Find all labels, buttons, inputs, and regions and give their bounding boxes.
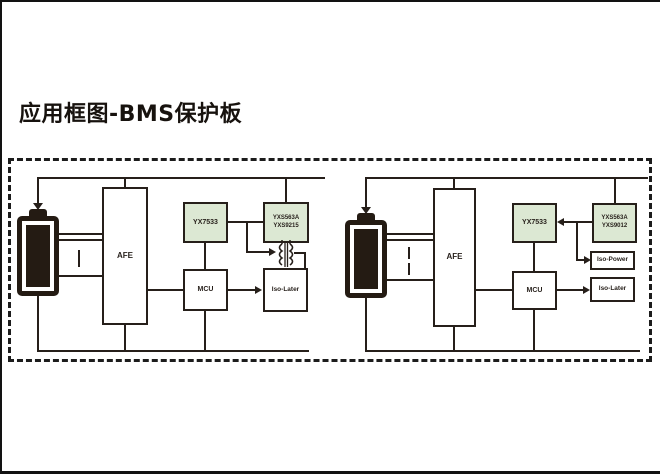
- mcu-label: MCU: [526, 286, 543, 294]
- afe-block: AFE: [433, 188, 476, 327]
- iso-power-block: Iso-Power: [590, 251, 635, 270]
- wire: [304, 252, 306, 268]
- iso-later-block: Iso-Later: [263, 268, 308, 312]
- battery-icon: [17, 216, 59, 296]
- battery-icon: [345, 220, 387, 298]
- iso-later-block: Iso-Later: [590, 277, 635, 302]
- wire: [576, 259, 586, 261]
- ldo-chip-label: YX7533: [522, 219, 547, 227]
- wire: [453, 327, 455, 352]
- wire: [533, 310, 535, 352]
- wire: [365, 298, 367, 352]
- iso-chip-label-line2: YXS9012: [601, 223, 628, 229]
- bottom-edge-line: [0, 471, 660, 474]
- iso-chip-block: YXS563A YXS9012: [592, 203, 637, 243]
- wire: [365, 177, 367, 208]
- wire: [285, 177, 287, 202]
- wire: [204, 243, 206, 269]
- iso-later-label: Iso-Later: [271, 285, 300, 293]
- battery-cap: [29, 209, 47, 217]
- afe-label: AFE: [117, 250, 133, 260]
- mcu-block: MCU: [512, 271, 557, 310]
- afe-block: AFE: [102, 187, 148, 325]
- left-edge-line: [0, 0, 2, 474]
- sense-tick: [408, 263, 410, 275]
- sense-tick: [78, 250, 80, 267]
- afe-label: AFE: [446, 252, 463, 262]
- arrow-right-icon: [269, 248, 276, 256]
- wire: [453, 177, 455, 190]
- wire: [228, 221, 263, 223]
- wire: [37, 177, 39, 204]
- iso-chip-label-line2: YXS9215: [273, 222, 299, 229]
- ldo-chip-block: YX7533: [512, 203, 557, 243]
- wire: [228, 289, 256, 291]
- battery-cap: [357, 213, 375, 221]
- page-title: 应用框图-BMS保护板: [19, 102, 243, 127]
- iso-chip-block: YXS563A YXS9215: [263, 202, 309, 243]
- wire: [37, 296, 39, 352]
- wire: [533, 243, 535, 271]
- wire: [294, 252, 306, 254]
- wire: [59, 275, 102, 277]
- sense-tick: [408, 247, 410, 259]
- wire: [387, 279, 433, 281]
- battery-core: [354, 229, 378, 289]
- arrow-down-icon: [361, 207, 371, 214]
- wire: [246, 251, 271, 253]
- iso-later-label: Iso-Later: [598, 285, 627, 293]
- wire: [366, 350, 640, 352]
- mcu-label: MCU: [197, 286, 214, 294]
- wire: [387, 239, 433, 241]
- top-edge-line: [0, 0, 660, 2]
- battery-core: [26, 225, 50, 287]
- arrow-right-icon: [583, 286, 590, 294]
- transformer-icon: [278, 240, 294, 267]
- wire: [124, 177, 126, 187]
- mcu-block: MCU: [183, 269, 228, 311]
- arrow-down-icon: [33, 203, 43, 210]
- wire: [38, 350, 309, 352]
- iso-power-label: Iso-Power: [596, 256, 629, 264]
- wire: [204, 311, 206, 352]
- wire: [576, 221, 578, 261]
- wire: [557, 289, 584, 291]
- wire: [387, 233, 433, 235]
- wire: [366, 177, 648, 179]
- wire: [124, 325, 126, 352]
- iso-chip-label-line1: YXS563A: [601, 215, 628, 222]
- wire: [59, 239, 102, 241]
- wire: [476, 289, 512, 291]
- wire: [614, 177, 616, 203]
- arrow-left-icon: [557, 218, 564, 226]
- wire: [148, 289, 183, 291]
- ldo-chip-block: YX7533: [183, 202, 228, 243]
- wire: [38, 177, 325, 179]
- iso-chip-label-line1: YXS563A: [272, 214, 300, 221]
- wire: [246, 221, 248, 253]
- arrow-right-icon: [255, 286, 262, 294]
- dashed-border-frame: [8, 158, 652, 362]
- wire: [59, 233, 102, 235]
- arrow-right-icon: [584, 256, 591, 264]
- ldo-chip-label: YX7533: [193, 218, 218, 226]
